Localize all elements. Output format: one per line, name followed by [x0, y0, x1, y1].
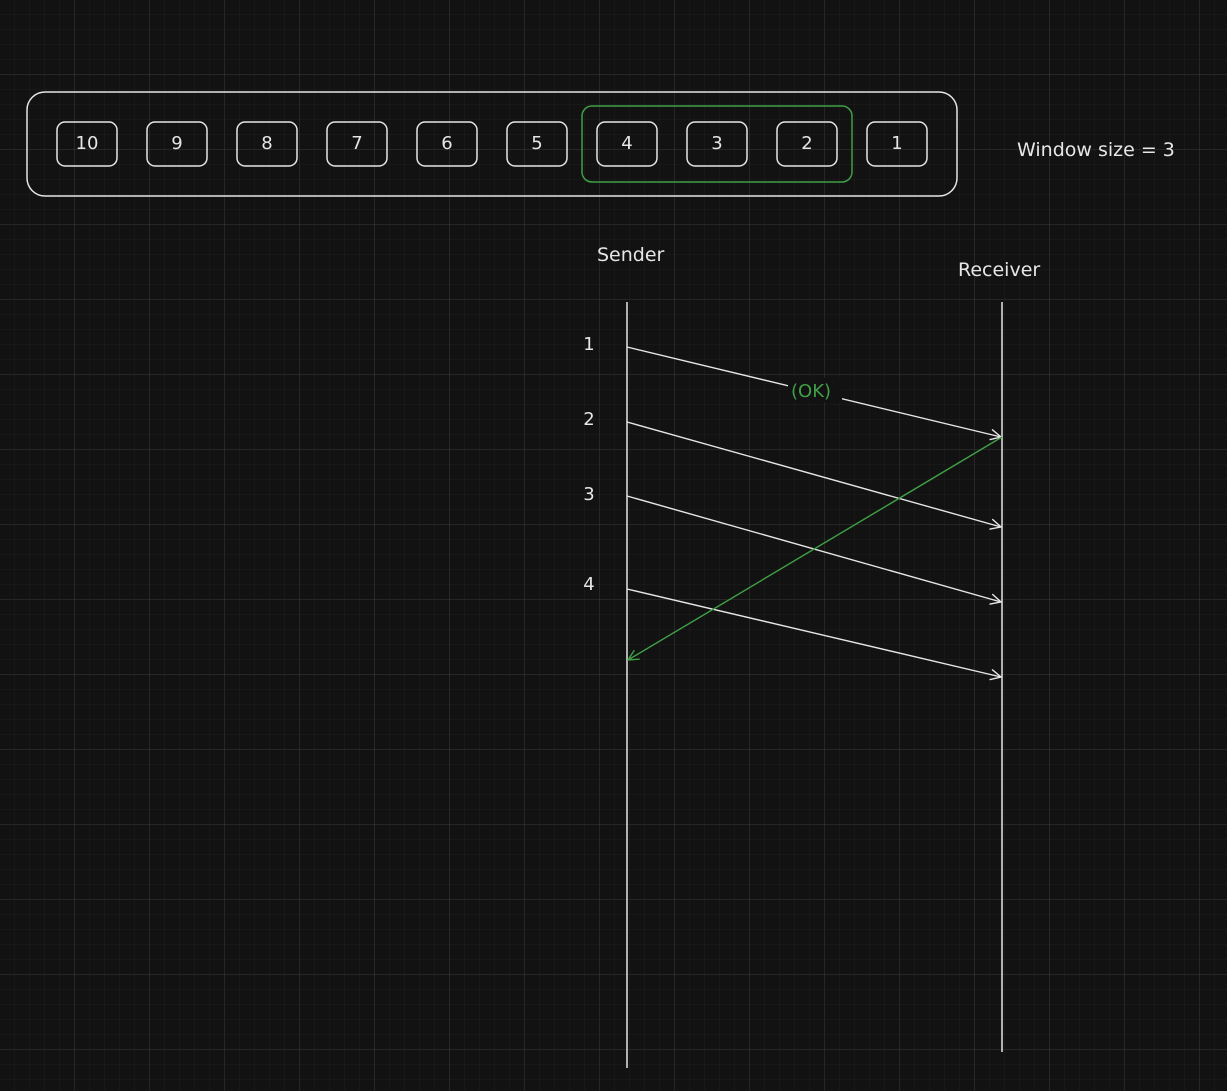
ok-label-gap: [788, 378, 842, 402]
queue-box-7: [326, 121, 388, 167]
queue-box-label-3: 3: [711, 133, 722, 154]
queue-box-label-9: 9: [171, 133, 182, 154]
queue-box-5: [506, 121, 568, 167]
ack-arrow: [628, 436, 1003, 660]
window-size-label: Window size = 3: [1017, 139, 1175, 161]
queue-box-label-5: 5: [531, 133, 542, 154]
queue-box-3: [686, 121, 748, 167]
queue-boxes: 10 9 8 7 6 5 4 3 2 1: [56, 121, 928, 167]
queue-box-label-2: 2: [801, 133, 812, 154]
queue-box-label-4: 4: [621, 133, 632, 154]
queue-box-label-1: 1: [891, 133, 902, 154]
queue-box-10: [56, 121, 118, 167]
packet-queue: 10 9 8 7 6 5 4 3 2 1: [26, 91, 958, 197]
queue-box-label-10: 10: [76, 133, 99, 154]
queue-box-4: [596, 121, 658, 167]
receiver-label: Receiver: [958, 259, 1040, 281]
packet-arrows: 1 2 3 4: [583, 334, 1001, 677]
packet-arrow-2: [626, 421, 1001, 527]
queue-box-6: [416, 121, 478, 167]
queue-box-label-7: 7: [351, 133, 362, 154]
queue-box-1: [866, 121, 928, 167]
queue-box-label-6: 6: [441, 133, 452, 154]
packet-arrow-4: [626, 588, 1001, 677]
queue-box-9: [146, 121, 208, 167]
queue-box-8: [236, 121, 298, 167]
ok-label: (OK): [791, 381, 831, 402]
packet-label-2: 2: [583, 409, 594, 430]
sliding-window-frame: [581, 105, 853, 183]
queue-box-2: [776, 121, 838, 167]
queue-box-label-8: 8: [261, 133, 272, 154]
sender-label: Sender: [597, 244, 665, 266]
queue-container: [26, 91, 958, 197]
packet-label-3: 3: [583, 484, 594, 505]
packet-label-4: 4: [583, 574, 594, 595]
packet-label-1: 1: [583, 334, 594, 355]
